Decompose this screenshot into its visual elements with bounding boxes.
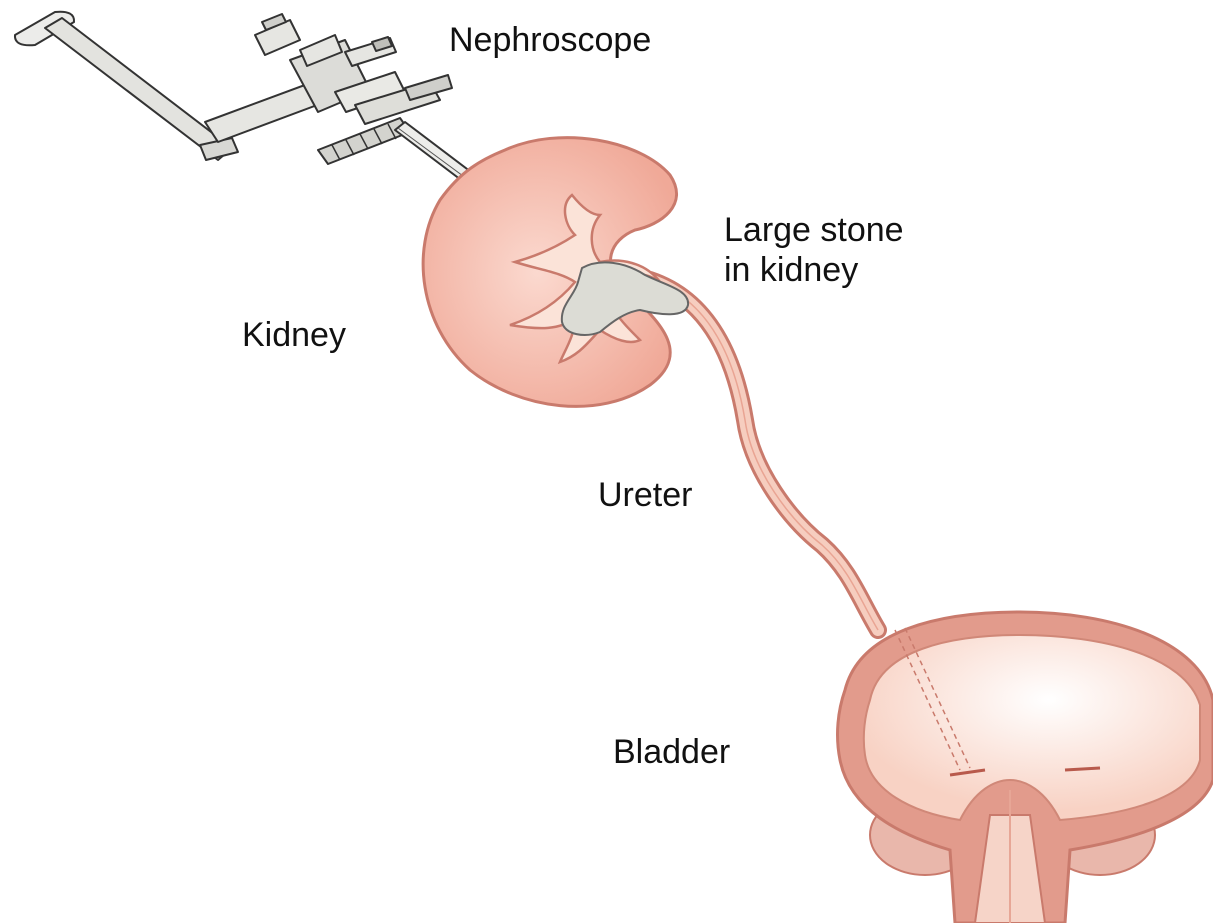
ureter — [650, 280, 878, 630]
label-nephroscope: Nephroscope — [449, 20, 651, 60]
label-large-stone: Large stone in kidney — [724, 210, 904, 290]
label-ureter: Ureter — [598, 475, 692, 515]
label-kidney: Kidney — [242, 315, 346, 355]
bladder — [838, 612, 1213, 923]
label-bladder: Bladder — [613, 732, 730, 772]
